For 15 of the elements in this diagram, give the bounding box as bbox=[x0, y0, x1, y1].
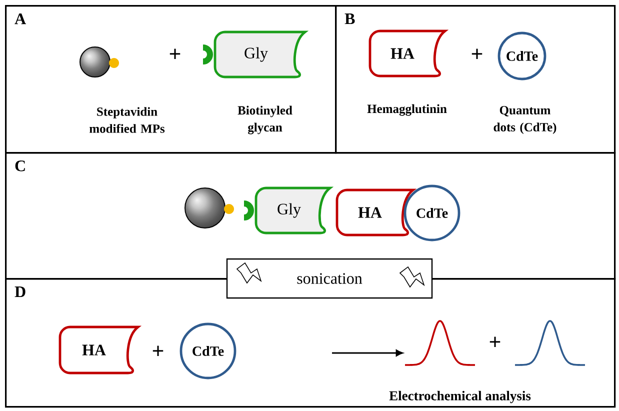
peak-curve bbox=[405, 320, 475, 366]
plus-sign: + bbox=[152, 346, 164, 356]
bead-drawing bbox=[184, 188, 234, 228]
arrow bbox=[332, 350, 404, 356]
bead-drawing bbox=[80, 46, 119, 78]
peak-curve bbox=[515, 320, 585, 366]
caption-text: Steptavidin modified MPs bbox=[90, 107, 165, 133]
caption-text: Hemagglutinin bbox=[367, 104, 447, 116]
plus-sign: + bbox=[170, 48, 180, 60]
caption-text: Electrochemical analysis bbox=[389, 390, 531, 404]
plus-sign: + bbox=[490, 336, 500, 348]
sonication-box: sonication bbox=[226, 258, 433, 299]
plus-sign: + bbox=[472, 48, 482, 60]
caption-text: Quantum dots (CdTe) bbox=[494, 106, 556, 134]
caption-text: Biotinyled glycan bbox=[238, 106, 292, 134]
